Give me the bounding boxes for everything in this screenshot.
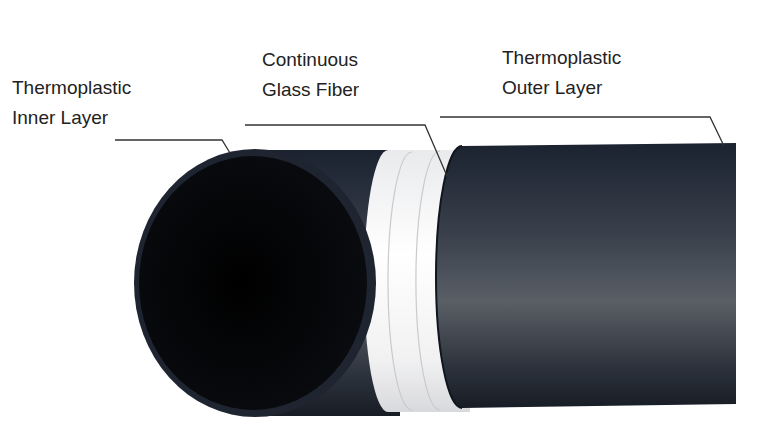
pipe-bore: [139, 156, 367, 410]
part-label: Continuous Glass Fiber: [262, 45, 387, 105]
leader-line: [115, 140, 230, 153]
outer-layer-edge: [436, 146, 462, 408]
pipe-end-rim: [134, 149, 376, 417]
leader-line: [245, 125, 447, 176]
leader-line: [440, 117, 724, 146]
part-label: Thermoplastic Inner Layer: [12, 73, 162, 133]
fiber-winding: [388, 152, 412, 410]
outer-layer-body: [436, 143, 736, 408]
part-label: Thermoplastic Outer Layer: [502, 43, 652, 103]
